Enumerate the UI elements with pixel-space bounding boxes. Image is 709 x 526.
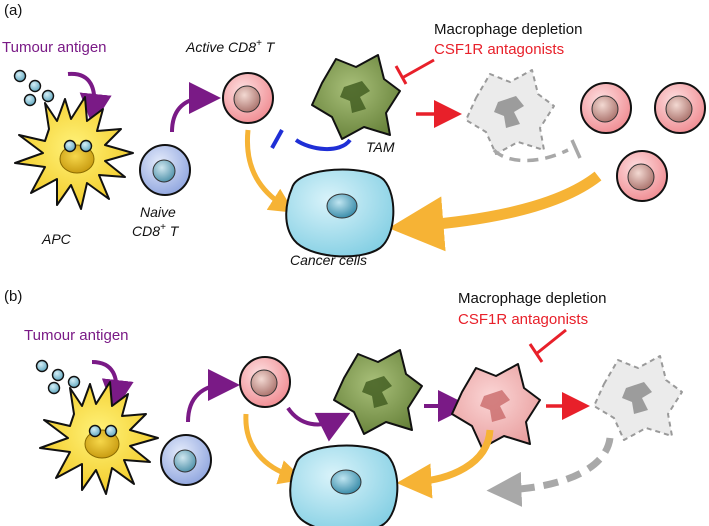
antagonist-inhibit-line-a: [401, 58, 435, 80]
removed-killing-arrow-b: [486, 437, 614, 507]
active-label: Active CD8+ T: [185, 38, 276, 55]
tam-cell-b: [333, 349, 423, 435]
tam-inhibition-line-a: [294, 138, 352, 152]
tam-killing-arrow-b: [396, 429, 494, 499]
depletion-label-b: Macrophage depletion: [458, 290, 606, 307]
antigen-uptake-arrow-a: [67, 71, 112, 126]
antigen-dots-a: [13, 69, 55, 107]
antagonist-label-b: CSF1R antagonists: [458, 311, 588, 328]
apc-cell-a: [14, 96, 134, 210]
panel-b: (b) Tumour antigen Macrophage depletion …: [4, 288, 683, 526]
t-cell-to-tam-arrow-b: [286, 406, 351, 442]
apc-label: APC: [41, 231, 72, 247]
apc-cell-b: [39, 381, 159, 495]
killing-arrow-a: [244, 129, 295, 213]
tam-inhibition-bar-a: [270, 129, 284, 149]
depleted-tam-b: [593, 355, 683, 441]
antigen-label-b: Tumour antigen: [24, 327, 129, 344]
depletion-label-a: Macrophage depletion: [434, 21, 582, 38]
killing-arrow-b: [243, 413, 304, 485]
enhanced-killing-arrow-a: [388, 171, 602, 252]
cancer-cell-a: [285, 168, 395, 258]
priming-arrow-a: [170, 82, 221, 133]
naive-t-cell-a: [139, 144, 191, 196]
tam-red-cell-b: [451, 363, 541, 449]
panel-a: (a) Tumour antigen APC Naive CD8+ T Acti…: [2, 2, 706, 268]
depleted-tam-a: [465, 69, 555, 155]
removed-inhibition-bar-a: [570, 139, 582, 159]
active-t-cell-a: [222, 72, 274, 124]
antagonist-inhibit-bar-b: [528, 343, 544, 363]
antagonist-label-a: CSF1R antagonists: [434, 41, 564, 58]
active-t-cell-a-4: [616, 150, 668, 202]
active-t-cell-b: [239, 356, 291, 408]
naive-t-cell-b: [160, 434, 212, 486]
panel-b-label: (b): [4, 288, 22, 305]
antagonist-inhibit-line-b: [535, 328, 567, 356]
active-t-cell-a-2: [580, 82, 632, 134]
naive-label-line2: CD8+ T: [132, 222, 180, 239]
removed-inhibition-line-a: [492, 148, 569, 163]
tam-label: TAM: [366, 139, 395, 155]
tam-cell-a: [311, 54, 401, 140]
antagonist-inhibit-bar-a: [394, 65, 408, 85]
cancer-label: Cancer cells: [290, 252, 367, 268]
active-t-cell-a-3: [654, 82, 706, 134]
antigen-uptake-arrow-b: [91, 360, 134, 412]
cancer-cell-b: [289, 444, 399, 526]
antigen-label-a: Tumour antigen: [2, 39, 107, 56]
antigen-dots-b: [35, 359, 81, 395]
naive-label-line1: Naive: [140, 204, 176, 220]
panel-a-label: (a): [4, 2, 22, 19]
priming-arrow-b: [186, 369, 240, 423]
